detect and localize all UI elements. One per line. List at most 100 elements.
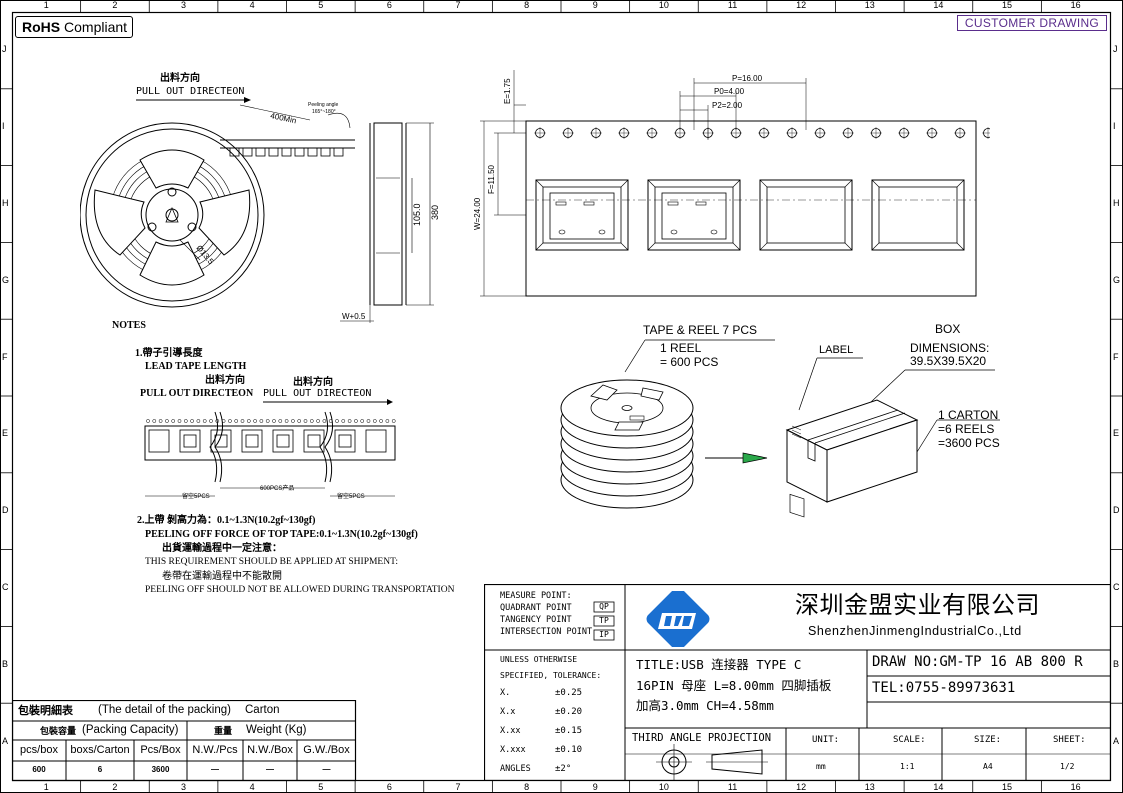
drawing-title-2: 16PIN 母座 L=8.00mm 四脚插板 <box>636 678 832 693</box>
customer-drawing-badge: CUSTOMER DRAWING <box>957 15 1107 31</box>
measure-code-tp: TP <box>599 616 609 625</box>
reel-outer-dim: 380 <box>430 205 440 220</box>
column-label-3: 3 <box>181 782 187 792</box>
pack-dims-2: 39.5X39.5X20 <box>910 354 987 368</box>
tape-p-dim: P=16.00 <box>732 74 763 83</box>
packing-value-1: 600 <box>32 765 46 774</box>
tolerance-key-3: X.xx <box>500 726 521 736</box>
tape-e-dim: E=1.75 <box>503 78 512 104</box>
row-label-F: F <box>1113 351 1119 362</box>
row-label-D: D <box>1113 505 1120 516</box>
column-label-10: 10 <box>658 0 669 10</box>
unit-value: mm <box>816 762 826 771</box>
column-label-2: 2 <box>112 0 118 10</box>
reel-inner-dim: 105.0 <box>412 203 422 226</box>
size-value: A4 <box>983 762 993 771</box>
packing-header-1: pcs/box <box>20 744 58 756</box>
column-label-11: 11 <box>727 782 738 792</box>
peel-angle-label: Peeling angle <box>308 102 339 108</box>
column-label-10: 10 <box>658 782 669 792</box>
column-label-2: 2 <box>112 782 118 792</box>
measure-line-1: MEASURE POINT: <box>500 591 572 601</box>
pack-reel-line-2: = 600 PCS <box>660 355 719 369</box>
measure-line-3: TANGENCY POINT <box>500 615 572 625</box>
measure-line-4: INTERSECTION POINT <box>500 627 593 637</box>
unit-label: UNIT: <box>812 735 840 745</box>
row-label-B: B <box>1113 658 1120 669</box>
tape-p2-dim: P2=2.00 <box>712 101 743 110</box>
packing-header-6: G.W./Box <box>303 744 350 756</box>
drawing-title-3: 加高3.0mm CH=4.58mm <box>636 698 774 713</box>
rohs-text: Compliant <box>64 19 128 35</box>
pack-carton-3: =3600 PCS <box>938 436 1000 450</box>
lead-empty-2: 留空5PCS <box>337 492 365 500</box>
column-label-8: 8 <box>524 0 530 10</box>
packing-header-2: boxs/Carton <box>70 744 130 756</box>
drawing-title-1: TITLE:USB 连接器 TYPE C <box>636 657 802 672</box>
reel-pull-out-cn: 出料方向 <box>160 73 200 84</box>
column-label-7: 7 <box>455 0 461 10</box>
pack-carton-2: =6 REELS <box>938 422 995 436</box>
row-label-G: G <box>1113 274 1121 285</box>
note-1-cn: 1.帶子引導長度 <box>135 348 203 359</box>
note-pull-arrow <box>263 399 393 405</box>
column-label-12: 12 <box>796 0 807 10</box>
column-label-7: 7 <box>455 782 461 792</box>
reel-pull-arrow <box>136 97 251 103</box>
rohs-badge: RoHS Compliant <box>15 16 133 38</box>
column-label-9: 9 <box>592 782 598 792</box>
note-1-dir-en-1: PULL OUT DIRECTEON <box>140 388 254 399</box>
packing-illustration <box>560 339 1000 518</box>
measure-line-2: QUADRANT POINT <box>500 603 572 613</box>
measure-code-ip: IP <box>599 630 609 639</box>
tolerance-title-2: SPECIFIED, TOLERANCE: <box>500 671 602 680</box>
packing-title-value: Carton <box>245 704 280 716</box>
row-label-A: A <box>2 735 9 746</box>
projection-label: THIRD ANGLE PROJECTION <box>632 732 772 744</box>
peel-angle-value: 165°~180° <box>312 109 336 115</box>
column-label-1: 1 <box>43 0 49 10</box>
column-label-14: 14 <box>933 782 944 792</box>
sheet-label: SHEET: <box>1053 735 1086 745</box>
row-label-C: C <box>2 582 9 592</box>
pack-tape-reel: TAPE & REEL 7 PCS <box>643 323 758 337</box>
company-name-cn: 深圳金盟实业有限公司 <box>795 592 1040 619</box>
column-label-3: 3 <box>181 0 187 10</box>
note-4-en: PEELING OFF SHOULD NOT BE ALLOWED DURING… <box>145 585 455 595</box>
pack-box: BOX <box>935 322 961 336</box>
column-label-12: 12 <box>796 782 807 792</box>
reel-side-view: 105.0 380 W+0.5 <box>340 122 440 323</box>
column-label-15: 15 <box>1002 782 1013 792</box>
column-label-1: 1 <box>43 782 49 792</box>
tolerance-value-1: ±0.25 <box>555 688 583 698</box>
lead-tape-diagram: 留空5PCS 600PCS产品 留空5PCS <box>144 411 396 500</box>
packing-value-3: 3600 <box>151 765 170 774</box>
note-3-cn: 出貨運輸過程中一定注意： <box>162 543 282 554</box>
reel-width-dim: W+0.5 <box>342 312 366 321</box>
column-label-6: 6 <box>386 0 392 10</box>
scale-value: 1:1 <box>900 762 915 771</box>
row-label-J: J <box>2 44 7 55</box>
packing-title-cn: 包裝明細表 <box>18 705 73 717</box>
row-label-H: H <box>2 198 9 208</box>
measure-code-qp: QP <box>599 602 609 611</box>
drawing-number: DRAW NO:GM-TP 16 AB 800 R <box>872 654 1083 670</box>
sheet-value: 1/2 <box>1060 762 1075 771</box>
weight-cn: 重量 <box>214 726 233 736</box>
tolerance-key-4: X.xxx <box>500 745 526 755</box>
column-label-5: 5 <box>318 782 324 792</box>
company-name-en: ShenzhenJinmengIndustrialCo.,Ltd <box>808 624 1022 638</box>
note-1-dir-cn-1: 出料方向 <box>205 375 245 386</box>
note-1-en: LEAD TAPE LENGTH <box>145 361 247 372</box>
tolerance-value-4: ±0.10 <box>555 745 583 755</box>
column-label-16: 16 <box>1070 0 1081 10</box>
tolerance-key-1: X. <box>500 688 511 698</box>
notes-title: NOTES <box>112 320 146 331</box>
row-label-J: J <box>1113 44 1118 55</box>
row-label-B: B <box>2 658 9 669</box>
pack-label: LABEL <box>819 344 854 356</box>
weight-en: Weight (Kg) <box>246 724 307 736</box>
reel-pull-out-en: PULL OUT DIRECTEON <box>136 86 245 97</box>
row-label-G: G <box>2 274 10 285</box>
row-label-A: A <box>1113 735 1120 746</box>
